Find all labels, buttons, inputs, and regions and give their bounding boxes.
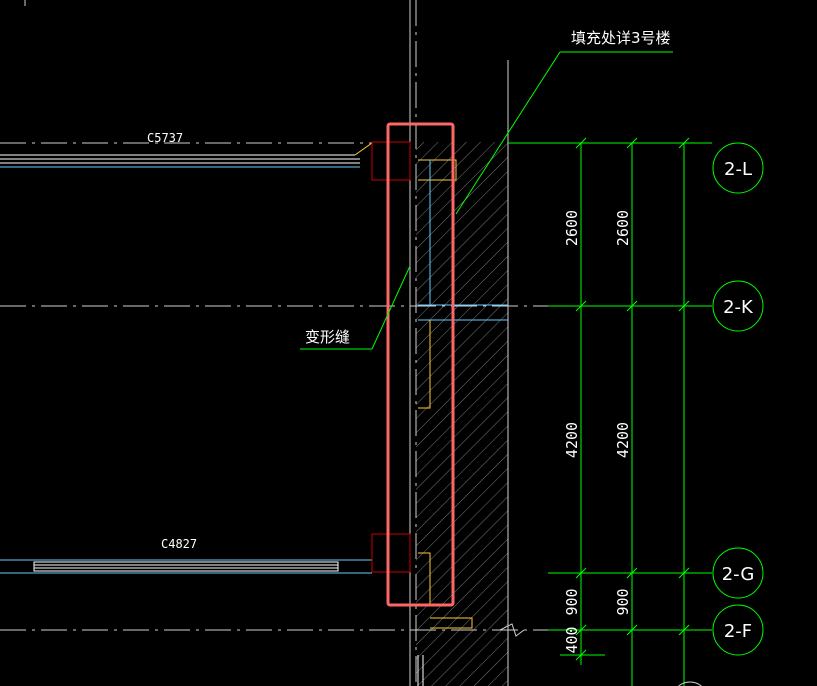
joint-vertical-lines — [24, 0, 417, 686]
highlight-box — [386, 122, 455, 607]
axis-bubble-2-F: 2-F — [712, 604, 764, 656]
dim-col2-c: 900 — [614, 588, 632, 615]
wall-outlines — [417, 159, 508, 686]
dim-col1-a: 2600 — [563, 210, 581, 246]
callout-joint-text: 变形缝 — [305, 328, 350, 346]
dim-col1-b: 4200 — [563, 422, 581, 458]
axis-label-2-F: 2-F — [724, 621, 752, 642]
dim-col1-c: 900 — [563, 588, 581, 615]
callout-top — [455, 51, 673, 215]
wall-hatch-area — [416, 142, 508, 686]
axis-bubble-partial — [677, 681, 703, 686]
column-lower — [371, 533, 411, 573]
dim-col2-b: 4200 — [614, 422, 632, 458]
window-label-lower: C4827 — [161, 537, 197, 551]
callout-joint — [300, 265, 411, 350]
window-lower: C4827 — [0, 537, 372, 574]
grid-lines — [0, 142, 560, 631]
window-label-upper: C5737 — [147, 131, 183, 145]
axis-label-2-K: 2-K — [723, 297, 754, 318]
column-upper — [371, 141, 411, 181]
dim-col1-d: 400 — [563, 626, 581, 653]
axis-label-2-G: 2-G — [722, 564, 755, 585]
axis-bubble-2-L: 2-L — [712, 142, 764, 194]
window-upper: C5737 — [0, 131, 373, 168]
axis-bubble-2-G: 2-G — [712, 547, 764, 599]
callout-top-text: 填充处详3号楼 — [571, 29, 671, 47]
dimension-lines — [508, 137, 712, 686]
axis-label-2-L: 2-L — [724, 159, 752, 180]
axis-bubble-2-K: 2-K — [712, 280, 764, 332]
dim-col2-a: 2600 — [614, 210, 632, 246]
wall-ticks — [499, 60, 525, 686]
